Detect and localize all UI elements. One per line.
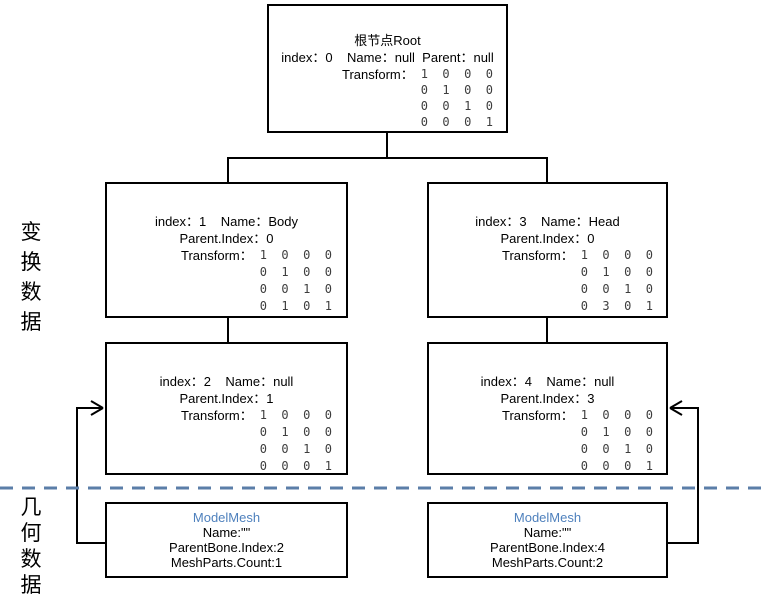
transform-matrix: 1 0 0 0 0 1 0 0 0 0 1 0 0 0 0 1 xyxy=(421,66,493,130)
bone-info-line: Parent.Index：3 xyxy=(500,391,595,406)
transform-label: Transform： xyxy=(502,408,574,423)
transform-matrix: 1 0 0 0 0 1 0 0 0 0 1 0 0 0 0 1 xyxy=(260,407,332,475)
bone-box-4: index：4 Name：null Parent.Index：3 Transfo… xyxy=(427,342,668,475)
label-transform-data: 变 换 数 据 xyxy=(19,222,43,342)
mesh2-to-bone4-arrow xyxy=(668,400,699,544)
label-char: 数 xyxy=(20,281,42,304)
matrix-row: 0 1 0 1 xyxy=(259,299,332,313)
matrix-row: 1 0 0 0 xyxy=(420,67,493,81)
matrix-row: 0 0 0 1 xyxy=(420,115,493,129)
label-char: 几 xyxy=(20,496,42,519)
transform-row: Transform： 1 0 0 0 0 1 0 0 0 0 1 0 0 3 0… xyxy=(502,247,653,315)
bone-box-2: index：2 Name：null Parent.Index：1 Transfo… xyxy=(105,342,348,475)
modelmesh-box-2: ModelMesh Name:"" ParentBone.Index:4 Mes… xyxy=(427,502,668,578)
matrix-row: 0 0 0 1 xyxy=(580,459,653,473)
bone-info-line: index：4 Name：null xyxy=(480,374,615,389)
label-char: 数 xyxy=(20,548,42,571)
matrix-row: 0 1 0 0 xyxy=(259,265,332,279)
bone-box-3-head: index：3 Name：Head Parent.Index：0 Transfo… xyxy=(427,182,668,318)
matrix-row: 1 0 0 0 xyxy=(259,248,332,262)
label-char: 据 xyxy=(20,574,42,597)
matrix-row: 0 0 1 0 xyxy=(259,442,332,456)
bone-info-line: index：0 Name：null Parent：null xyxy=(281,50,494,65)
bone-info-line: Parent.Index：0 xyxy=(179,231,274,246)
bone-title: 根节点Root xyxy=(354,33,421,48)
modelmesh-parentbone: ParentBone.Index:4 xyxy=(490,540,605,555)
label-char: 换 xyxy=(20,251,42,274)
label-char: 何 xyxy=(20,522,42,545)
bone-info-line: index：3 Name：Head xyxy=(475,214,620,229)
matrix-row: 0 0 1 0 xyxy=(259,282,332,296)
bone-info-line: Parent.Index：0 xyxy=(500,231,595,246)
transform-label: Transform： xyxy=(502,248,574,263)
modelmesh-meshparts: MeshParts.Count:2 xyxy=(491,555,604,570)
matrix-row: 0 1 0 0 xyxy=(580,265,653,279)
modelmesh-title: ModelMesh xyxy=(513,510,582,525)
bone-box-root: 根节点Root index：0 Name：null Parent：null Tr… xyxy=(267,4,508,133)
matrix-row: 0 3 0 1 xyxy=(580,299,653,313)
transform-matrix: 1 0 0 0 0 1 0 0 0 0 1 0 0 0 0 1 xyxy=(581,407,653,475)
matrix-row: 0 1 0 0 xyxy=(259,425,332,439)
transform-row: Transform： 1 0 0 0 0 1 0 0 0 0 1 0 0 1 0… xyxy=(181,247,332,315)
transform-label: Transform： xyxy=(181,248,253,263)
matrix-row: 0 0 1 0 xyxy=(580,282,653,296)
transform-matrix: 1 0 0 0 0 1 0 0 0 0 1 0 0 3 0 1 xyxy=(581,247,653,315)
root-to-children-connector xyxy=(227,133,548,182)
modelmesh-name: Name:"" xyxy=(202,525,251,540)
matrix-row: 1 0 0 0 xyxy=(259,408,332,422)
modelmesh-name: Name:"" xyxy=(523,525,572,540)
bone-info-line: index：2 Name：null xyxy=(159,374,294,389)
matrix-row: 0 0 1 0 xyxy=(580,442,653,456)
modelmesh-box-1: ModelMesh Name:"" ParentBone.Index:2 Mes… xyxy=(105,502,348,578)
transform-row: Transform： 1 0 0 0 0 1 0 0 0 0 1 0 0 0 0… xyxy=(342,66,493,130)
modelmesh-meshparts: MeshParts.Count:1 xyxy=(170,555,283,570)
matrix-row: 0 1 0 0 xyxy=(580,425,653,439)
label-char: 变 xyxy=(20,221,42,244)
modelmesh-title: ModelMesh xyxy=(192,510,261,525)
label-geometry-data: 几 何 数 据 xyxy=(19,497,43,601)
modelmesh-parentbone: ParentBone.Index:2 xyxy=(169,540,284,555)
matrix-row: 0 1 0 0 xyxy=(420,83,493,97)
label-char: 据 xyxy=(20,311,42,334)
matrix-row: 0 0 1 0 xyxy=(420,99,493,113)
bone-box-1-body: index：1 Name：Body Parent.Index：0 Transfo… xyxy=(105,182,348,318)
bone-info-line: Parent.Index：1 xyxy=(179,391,274,406)
transform-row: Transform： 1 0 0 0 0 1 0 0 0 0 1 0 0 0 0… xyxy=(502,407,653,475)
bone-info-line: index：1 Name：Body xyxy=(154,214,299,229)
transform-matrix: 1 0 0 0 0 1 0 0 0 0 1 0 0 1 0 1 xyxy=(260,247,332,315)
matrix-row: 1 0 0 0 xyxy=(580,248,653,262)
transform-label: Transform： xyxy=(181,408,253,423)
transform-row: Transform： 1 0 0 0 0 1 0 0 0 0 1 0 0 0 0… xyxy=(181,407,332,475)
transform-label: Transform： xyxy=(342,67,414,82)
matrix-row: 0 0 0 1 xyxy=(259,459,332,473)
matrix-row: 1 0 0 0 xyxy=(580,408,653,422)
mesh1-to-bone2-arrow xyxy=(76,400,105,544)
